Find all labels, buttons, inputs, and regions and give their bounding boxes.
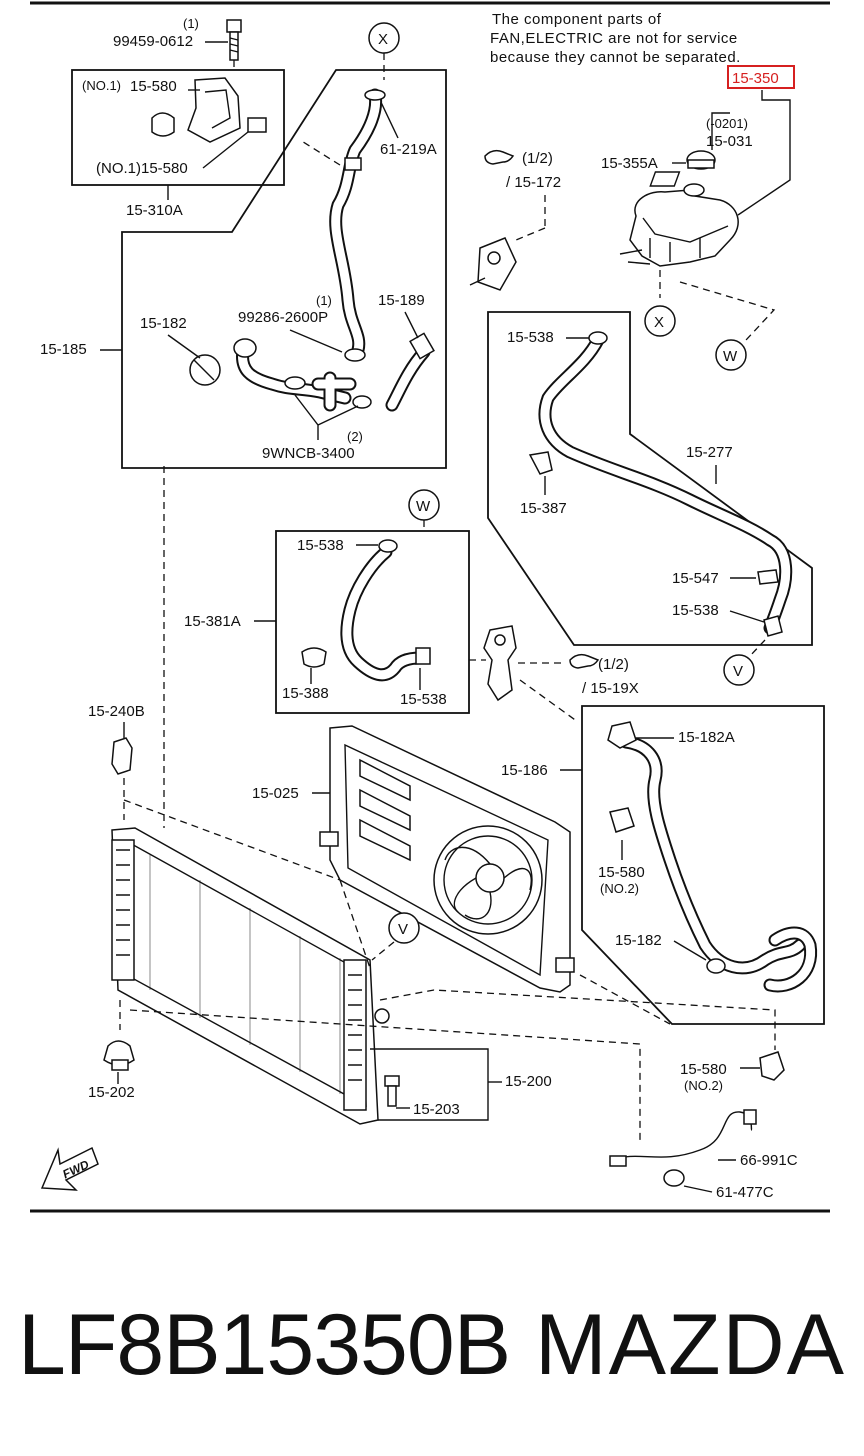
box-15-277: [487, 311, 813, 646]
label-99459: 99459-0612: [113, 33, 193, 50]
label-0201: (-0201): [706, 116, 748, 131]
label-99286-qty: (1): [316, 293, 332, 308]
label-99286: 99286-2600P: [238, 309, 328, 326]
label-15-310A: 15-310A: [126, 202, 183, 219]
clip-61-477C: [663, 1169, 685, 1187]
bolt-99459: [226, 19, 242, 72]
hose-15-186: [607, 721, 818, 993]
label-15-547: 15-547: [672, 570, 719, 587]
note-line-2: FAN,ELECTRIC are not for service: [490, 30, 738, 47]
ref-w-top: W: [715, 339, 747, 371]
brand-name: MAZDA: [535, 1297, 846, 1393]
reservoir-tank[interactable]: [619, 183, 739, 267]
label-9wncb-qty: (2): [347, 429, 363, 444]
box-15-381A: [275, 530, 470, 714]
label-15-19x: / 15-19X: [582, 680, 639, 697]
svg-text:X: X: [378, 31, 388, 48]
label-no2-a: (NO.2): [600, 881, 639, 896]
label-66-991C: 66-991C: [740, 1152, 798, 1169]
clip-15-240B: [111, 737, 133, 775]
ref-w-mid: W: [408, 489, 440, 521]
ref-v-right: V: [723, 654, 755, 686]
label-15-277: 15-277: [686, 444, 733, 461]
label-61-219A: 61-219A: [380, 141, 437, 158]
label-15-172-qty: (1/2): [522, 150, 553, 167]
hose-upper: [329, 88, 386, 357]
label-15-203: 15-203: [413, 1101, 460, 1118]
ref-x-top: X: [368, 22, 400, 80]
svg-text:V: V: [398, 921, 408, 938]
clip-15-580-lower: [759, 1051, 785, 1081]
label-15-355A: 15-355A: [601, 155, 658, 172]
label-15-200: 15-200: [505, 1073, 552, 1090]
label-15-182-bot: 15-182: [615, 932, 662, 949]
label-15-387: 15-387: [520, 500, 567, 517]
hose-15-277: [528, 331, 793, 637]
label-15-538-d: 15-538: [400, 691, 447, 708]
label-tag-15-031: [649, 171, 681, 187]
svg-text:X: X: [654, 314, 664, 331]
label-15-388: 15-388: [282, 685, 329, 702]
svg-text:W: W: [723, 348, 738, 365]
label-no2-b: (NO.2): [684, 1078, 723, 1093]
label-15-538-c: 15-538: [297, 537, 344, 554]
label-no1-a: (NO.1): [82, 78, 121, 93]
label-no1-b: (NO.1)15-580: [96, 160, 188, 177]
note-line-1: The component parts of: [492, 11, 662, 28]
label-15-182A: 15-182A: [678, 729, 735, 746]
fan-shroud-15-025: [319, 725, 575, 993]
label-15-538-b: 15-538: [672, 602, 719, 619]
label-15-186: 15-186: [501, 762, 548, 779]
label-15-240B: 15-240B: [88, 703, 145, 720]
label-15-025: 15-025: [252, 785, 299, 802]
bolt-15-203: [384, 1075, 400, 1107]
label-15-19x-qty: (1/2): [598, 656, 629, 673]
cap-15-182-top: [189, 354, 221, 386]
label-99459-qty: (1): [183, 16, 199, 31]
hose-lower-section: [233, 332, 435, 412]
label-15-172: / 15-172: [506, 174, 561, 191]
label-15-580-c: 15-580: [680, 1061, 727, 1078]
service-note: The component parts of FAN,ELECTRIC are …: [490, 11, 741, 66]
housing-15-172: [469, 149, 517, 291]
label-15-202: 15-202: [88, 1084, 135, 1101]
label-15-182-top: 15-182: [140, 315, 187, 332]
hose-15-381A: [301, 539, 431, 682]
label-15-185: 15-185: [40, 341, 87, 358]
parts-diagram: The component parts of FAN,ELECTRIC are …: [30, 1, 830, 1213]
label-15-031: 15-031: [706, 133, 753, 150]
label-15-538-a: 15-538: [507, 329, 554, 346]
radiator-15-200[interactable]: [111, 827, 390, 1125]
svg-text:W: W: [416, 498, 431, 515]
footer: LF8B15350B MAZDA: [0, 1290, 864, 1410]
highlighted-label: 15-350: [732, 70, 779, 87]
mount-15-202: [103, 1040, 135, 1071]
label-61-477C: 61-477C: [716, 1184, 774, 1201]
part-number: LF8B15350B: [18, 1297, 511, 1393]
harness-66-991C: [609, 1109, 757, 1167]
note-line-3: because they cannot be separated.: [490, 49, 741, 66]
label-15-580-a: 15-580: [130, 78, 177, 95]
highlight-box: [727, 65, 795, 89]
ref-x-tank: X: [644, 305, 676, 337]
fwd-arrow-icon: FWD: [40, 1146, 99, 1191]
ref-v-rad: V: [388, 912, 420, 944]
cap-15-355A: [686, 150, 716, 170]
label-15-381A: 15-381A: [184, 613, 241, 630]
box-15-185: [121, 69, 447, 469]
label-15-189: 15-189: [378, 292, 425, 309]
box-15-186: [581, 705, 825, 1025]
svg-text:V: V: [733, 663, 743, 680]
outlet-15-19x: [483, 625, 600, 702]
bracket-15-310A: [151, 77, 267, 169]
box-15-310A: [71, 69, 285, 186]
label-15-580-b: 15-580: [598, 864, 645, 881]
highlighted-part-15-350[interactable]: 15-350: [727, 65, 795, 89]
label-9wncb: 9WNCB-3400: [262, 445, 355, 462]
